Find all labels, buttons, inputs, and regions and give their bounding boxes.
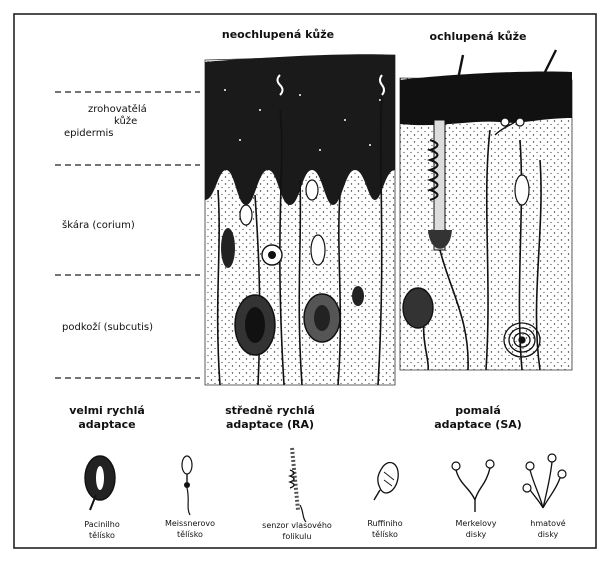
adaptation-medium-line1: středně rychlá	[225, 404, 315, 417]
caption-follicle-1: senzor vlasového	[262, 520, 332, 530]
tactile-icon-disc-1	[526, 462, 534, 470]
caption-tactile-1: hmatové	[530, 518, 566, 528]
merkel-icon-disc-right	[486, 460, 494, 468]
layer-label-dermis: škára (corium)	[62, 219, 135, 231]
adaptation-very-fast-line2: adaptace	[78, 418, 135, 431]
meissner-corpuscle-icon	[182, 456, 192, 515]
meissner-corpuscle-papilla	[240, 205, 252, 225]
adaptation-medium-line2: adaptace (RA)	[226, 418, 314, 431]
adaptation-very-fast-line1: velmi rychlá	[69, 404, 145, 417]
adaptation-slow-line2: adaptace (SA)	[434, 418, 522, 431]
pacinian-icon-inner	[96, 466, 104, 490]
tactile-icon-disc-3	[558, 470, 566, 478]
hairy-merkel-cell-1	[501, 118, 509, 126]
merkel-disc-inner	[268, 251, 276, 259]
hairy-merkel-cell-2	[516, 118, 524, 126]
meissner-icon-body	[182, 456, 192, 474]
caption-meissner-1: Meissnerovo	[165, 519, 215, 528]
merkel-icon-branches	[456, 468, 490, 512]
hairless-skin-illustration	[205, 54, 395, 385]
dark-oval-structure	[221, 228, 235, 268]
follicle-icon-coil	[290, 470, 294, 488]
pacinian-corpuscle-medium-inner	[314, 305, 330, 331]
pacinian-corpuscle-large-inner	[245, 307, 265, 343]
hairy-ruffini-ellipse	[515, 175, 529, 205]
caption-merkel-1: Merkelovy	[456, 519, 497, 528]
caption-ruffini-1: Ruffiniho	[367, 519, 402, 528]
meissner-corpuscle-papilla-2	[306, 180, 318, 200]
hair-follicle-sensor-icon	[290, 448, 306, 522]
layer-label-stratum-corneum-2: kůže	[114, 115, 137, 127]
hairy-pacinian-concentric	[504, 323, 540, 357]
header-hairless-skin: neochlupená kůže	[222, 28, 334, 41]
ruffini-icon-fiber	[374, 490, 380, 500]
hairy-epidermis	[400, 71, 572, 125]
receptor-captions: Pacinilho tělísko Meissnerovo tělísko se…	[84, 518, 566, 541]
tactile-icon-disc-2	[548, 454, 556, 462]
header-hairy-skin: ochlupená kůže	[430, 30, 527, 43]
hairy-pacinian-dark	[403, 288, 433, 328]
caption-pacinian-1: Pacinilho	[84, 520, 120, 529]
adaptation-slow-line1: pomalá	[455, 404, 501, 417]
small-dark-structure	[352, 286, 364, 306]
tactile-discs-icon	[523, 454, 566, 508]
ruffini-corpuscle-icon	[374, 463, 398, 500]
caption-merkel-2: disky	[466, 530, 487, 539]
caption-follicle-2: folikulu	[283, 532, 312, 541]
meissner-icon-fiber	[187, 488, 190, 515]
merkel-discs-icon	[452, 460, 494, 512]
tactile-icon-disc-4	[523, 484, 531, 492]
tactile-icon-branches	[530, 462, 560, 508]
ruffini-icon-body	[378, 463, 398, 493]
caption-pacinian-2: tělísko	[89, 531, 115, 540]
meissner-icon-node	[184, 482, 190, 488]
layer-label-subcutis: podkoží (subcutis)	[62, 321, 153, 333]
merkel-icon-disc-left	[452, 462, 460, 470]
caption-meissner-2: tělísko	[177, 530, 203, 539]
follicle-icon-fiber	[300, 505, 306, 522]
layer-label-stratum-corneum: zrohovatělá	[88, 103, 147, 115]
concentric-ring-4	[519, 337, 525, 343]
ruffini-ellipse	[311, 235, 325, 265]
pacinian-corpuscle-icon	[85, 456, 115, 510]
hairy-skin-illustration	[400, 50, 572, 370]
layer-label-epidermis: epidermis	[64, 128, 113, 139]
caption-ruffini-2: tělísko	[372, 530, 398, 539]
follicle-icon-shaft	[292, 448, 298, 510]
caption-tactile-2: disky	[538, 530, 559, 539]
